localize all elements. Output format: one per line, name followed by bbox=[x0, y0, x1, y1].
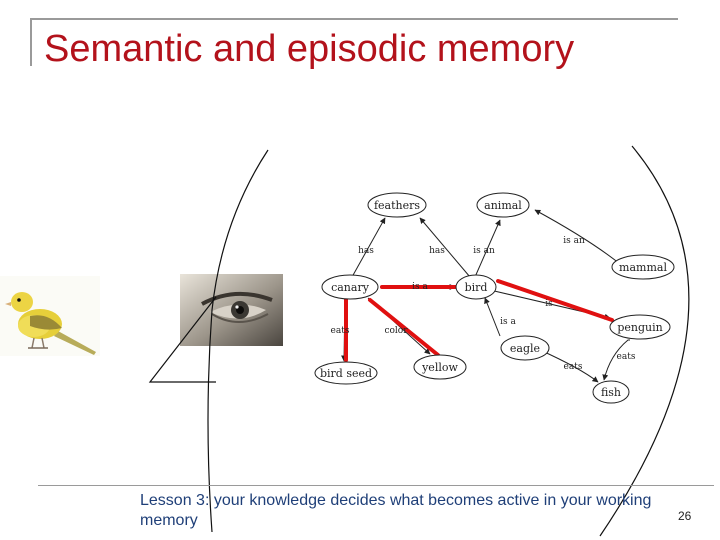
semantic-network: feathers animal mammal canary bird pengu… bbox=[312, 190, 680, 404]
node-label-eagle: eagle bbox=[510, 342, 540, 355]
canary-photo bbox=[0, 276, 100, 356]
page-number: 26 bbox=[678, 509, 691, 523]
link-label-is-2: is bbox=[545, 299, 553, 309]
title-frame-left bbox=[30, 18, 32, 66]
node-label-fish: fish bbox=[601, 386, 621, 399]
node-label-animal: animal bbox=[484, 199, 522, 212]
node-label-bird-seed: bird seed bbox=[320, 367, 372, 380]
link-label-eats-1: eats bbox=[331, 326, 350, 336]
node-label-mammal: mammal bbox=[619, 261, 667, 274]
footer-rule bbox=[38, 485, 714, 486]
link-label-is-a-1: is a bbox=[412, 282, 428, 292]
title-frame-top bbox=[30, 18, 678, 20]
link-label-has-1: has bbox=[358, 246, 374, 256]
link-label-color: color bbox=[384, 326, 408, 336]
link-label-eats-3: eats bbox=[564, 362, 583, 372]
link-label-is-a-3: is a bbox=[500, 317, 516, 327]
slide-title: Semantic and episodic memory bbox=[44, 28, 574, 71]
node-label-yellow: yellow bbox=[421, 361, 458, 374]
node-label-feathers: feathers bbox=[374, 199, 420, 212]
node-label-canary: canary bbox=[331, 281, 370, 294]
link-label-has-2: has bbox=[429, 246, 445, 256]
slide-caption: Lesson 3: your knowledge decides what be… bbox=[140, 491, 660, 531]
link-label-eats-2: eats bbox=[617, 352, 636, 362]
node-label-penguin: penguin bbox=[617, 321, 662, 334]
node-label-bird: bird bbox=[465, 281, 488, 294]
eye-photo bbox=[180, 274, 283, 346]
link-label-is-an-1: is an bbox=[473, 246, 495, 256]
link-label-is-an-2: is an bbox=[563, 236, 585, 246]
